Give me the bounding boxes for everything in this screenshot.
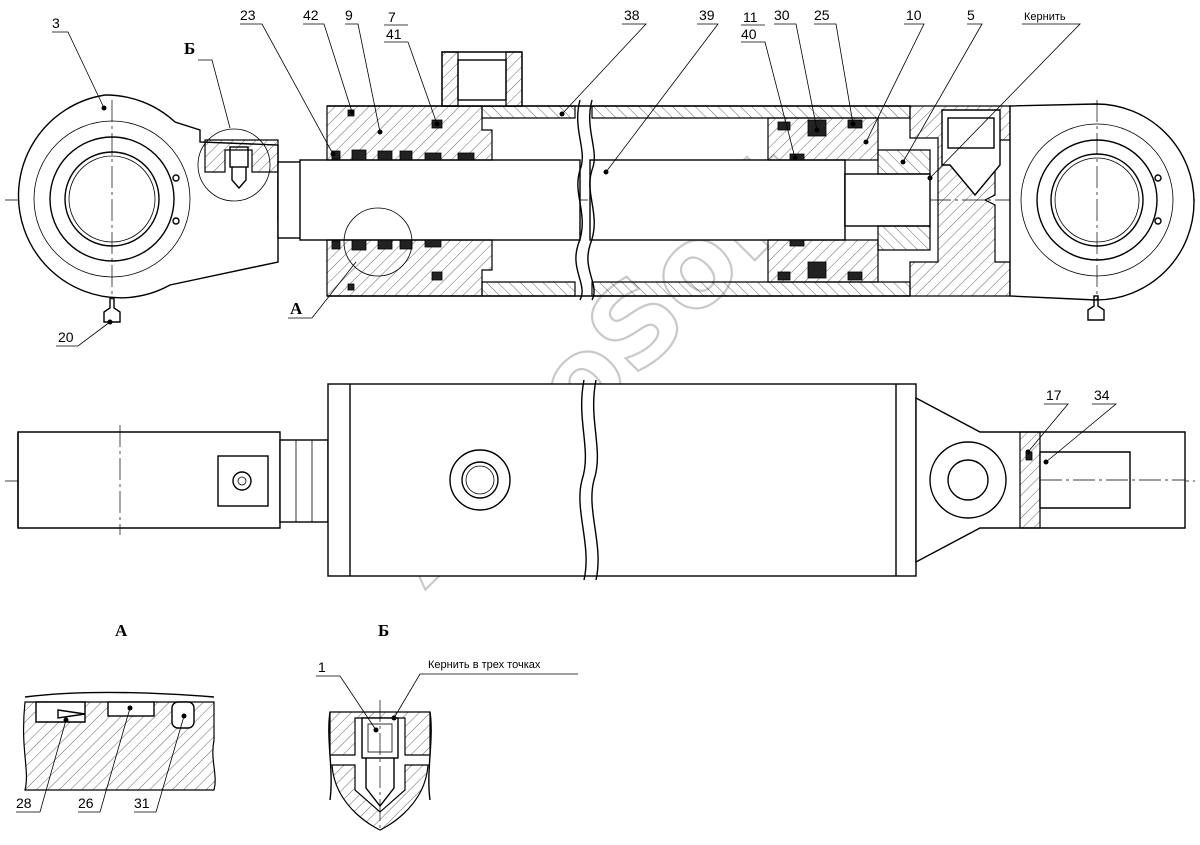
callout-42: 42 (303, 7, 319, 23)
sectional-view (5, 51, 1195, 323)
rod-eye-left (17, 94, 279, 299)
callout-3: 3 (52, 15, 60, 31)
callout-39: 39 (699, 7, 715, 23)
callout-26: 26 (78, 795, 94, 811)
note-punch: Кернить (1024, 11, 1066, 23)
callout-31: 31 (134, 795, 150, 811)
cylinder-body (327, 383, 917, 577)
callout-20: 20 (58, 329, 74, 345)
callout-11: 11 (743, 9, 758, 25)
callout-34: 34 (1094, 387, 1110, 403)
callout-10: 10 (906, 7, 922, 23)
view-marker-b: Б (184, 39, 195, 58)
note-punch-three-points: Кернить в трех точках (428, 659, 541, 671)
detail-a-title: А (115, 621, 128, 640)
callouts-detail-b: 1 Кернить в трех точках (316, 659, 578, 733)
detail-b: Б (328, 621, 432, 831)
detail-a: А (22, 621, 216, 791)
view-marker-a: А (290, 299, 303, 318)
callout-38: 38 (624, 7, 640, 23)
callout-23: 23 (240, 7, 256, 23)
callout-30: 30 (774, 7, 790, 23)
gland-head (326, 105, 493, 161)
callouts-side: 17 34 (1025, 387, 1118, 465)
callout-25: 25 (814, 7, 830, 23)
external-view (5, 379, 1195, 581)
callout-28: 28 (16, 795, 32, 811)
callout-17: 17 (1046, 387, 1062, 403)
callouts-detail-a: 28 26 31 (16, 705, 187, 813)
callout-5: 5 (967, 7, 975, 23)
callout-40: 40 (741, 26, 757, 42)
piston-rod (299, 159, 581, 241)
detail-b-title: Б (378, 621, 389, 640)
callout-7: 7 (388, 9, 396, 25)
callout-41: 41 (386, 26, 402, 42)
callout-1: 1 (318, 659, 326, 675)
callouts-main: 3 23 42 9 7 41 38 39 11 40 30 25 10 5 Ке… (52, 7, 1081, 347)
callout-9: 9 (345, 7, 353, 23)
